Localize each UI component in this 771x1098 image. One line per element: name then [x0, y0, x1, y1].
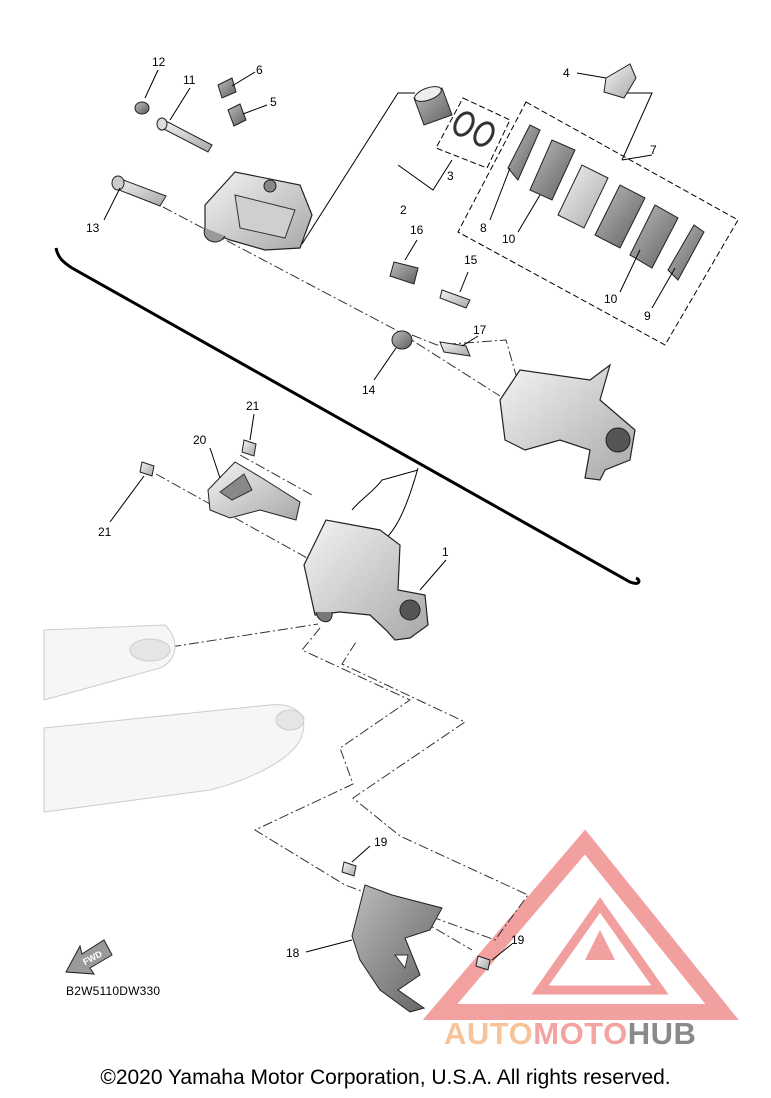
callout-16: 16: [410, 223, 424, 237]
part-6-cap[interactable]: [217, 77, 237, 99]
callout-15: 15: [464, 253, 478, 267]
callout-20: 20: [193, 433, 207, 447]
part-10-pad-b[interactable]: [629, 204, 679, 269]
part-1-caliper-assy[interactable]: [303, 519, 429, 641]
watermark-part3: HUB: [627, 1016, 697, 1051]
part-15-bolt[interactable]: [439, 289, 471, 309]
copyright-notice: ©2020 Yamaha Motor Corporation, U.S.A. A…: [100, 1066, 671, 1089]
callout-11: 11: [183, 73, 196, 87]
part-8-shim[interactable]: [507, 124, 541, 181]
watermark-text: AUTOMOTOHUB: [444, 1016, 696, 1052]
callout-2: 2: [400, 203, 407, 217]
part-caliper-bracket-exploded[interactable]: [499, 363, 636, 481]
part-14-boot[interactable]: [391, 330, 413, 350]
callout-3: 3: [447, 169, 454, 183]
callout-leaders: [103, 69, 676, 961]
watermark-part2: MOTO: [533, 1016, 628, 1051]
watermark-logo-icon: [422, 829, 739, 1020]
part-10-pad[interactable]: [529, 139, 576, 201]
callout-9: 9: [644, 309, 651, 323]
swing-arm-ghost: [43, 624, 305, 813]
callout-21a: 21: [246, 399, 260, 413]
part-12-nut[interactable]: [134, 101, 150, 115]
callout-4: 4: [563, 66, 570, 80]
part-2-piston[interactable]: [413, 84, 453, 126]
callout-12: 12: [152, 55, 166, 69]
part-5-bleeder[interactable]: [227, 103, 247, 127]
callout-10b: 10: [604, 292, 618, 306]
part-19-bolt-b[interactable]: [475, 955, 491, 971]
part-4-pad-spring[interactable]: [603, 63, 637, 99]
exploded-view-boundary: [54, 247, 641, 585]
part-13-pin[interactable]: [111, 175, 167, 207]
callout-5: 5: [270, 95, 277, 109]
callout-6: 6: [256, 63, 263, 77]
part-18-disc-guard[interactable]: [351, 884, 443, 1013]
pad-kit-box: [457, 101, 739, 346]
callout-19a: 19: [374, 835, 388, 849]
callout-21b: 21: [98, 525, 112, 539]
callout-19b: 19: [511, 933, 525, 947]
part-caliper-body-exploded[interactable]: [203, 171, 313, 251]
part-20-pad-guard[interactable]: [207, 461, 301, 521]
callout-18: 18: [286, 946, 300, 960]
part-21-bolt-b[interactable]: [139, 461, 155, 477]
fwd-arrow-icon: FWD: [65, 939, 113, 975]
part-21-bolt-a[interactable]: [241, 439, 257, 457]
solid-leaders: [301, 92, 653, 545]
callout-14: 14: [362, 383, 376, 397]
callout-8: 8: [480, 221, 487, 235]
diagram-code: B2W5110DW330: [66, 984, 161, 998]
callout-labels: 12 11 6 5 13 4 7 3 2 8 10 10 9 16 15 17 …: [86, 55, 657, 960]
part-pad-plate-b[interactable]: [594, 184, 646, 249]
watermark-part1: AUTO: [444, 1016, 534, 1051]
callout-7: 7: [650, 143, 657, 157]
part-16-sleeve[interactable]: [389, 261, 419, 285]
part-11-bolt[interactable]: [156, 117, 213, 153]
part-3-seals[interactable]: [451, 110, 497, 149]
part-9-shim[interactable]: [667, 224, 705, 281]
part-pad-plate-a[interactable]: [557, 164, 609, 229]
callout-10a: 10: [502, 232, 516, 246]
callout-13: 13: [86, 221, 100, 235]
callout-17: 17: [473, 323, 487, 337]
part-19-bolt-a[interactable]: [341, 861, 357, 877]
callout-1: 1: [442, 545, 449, 559]
